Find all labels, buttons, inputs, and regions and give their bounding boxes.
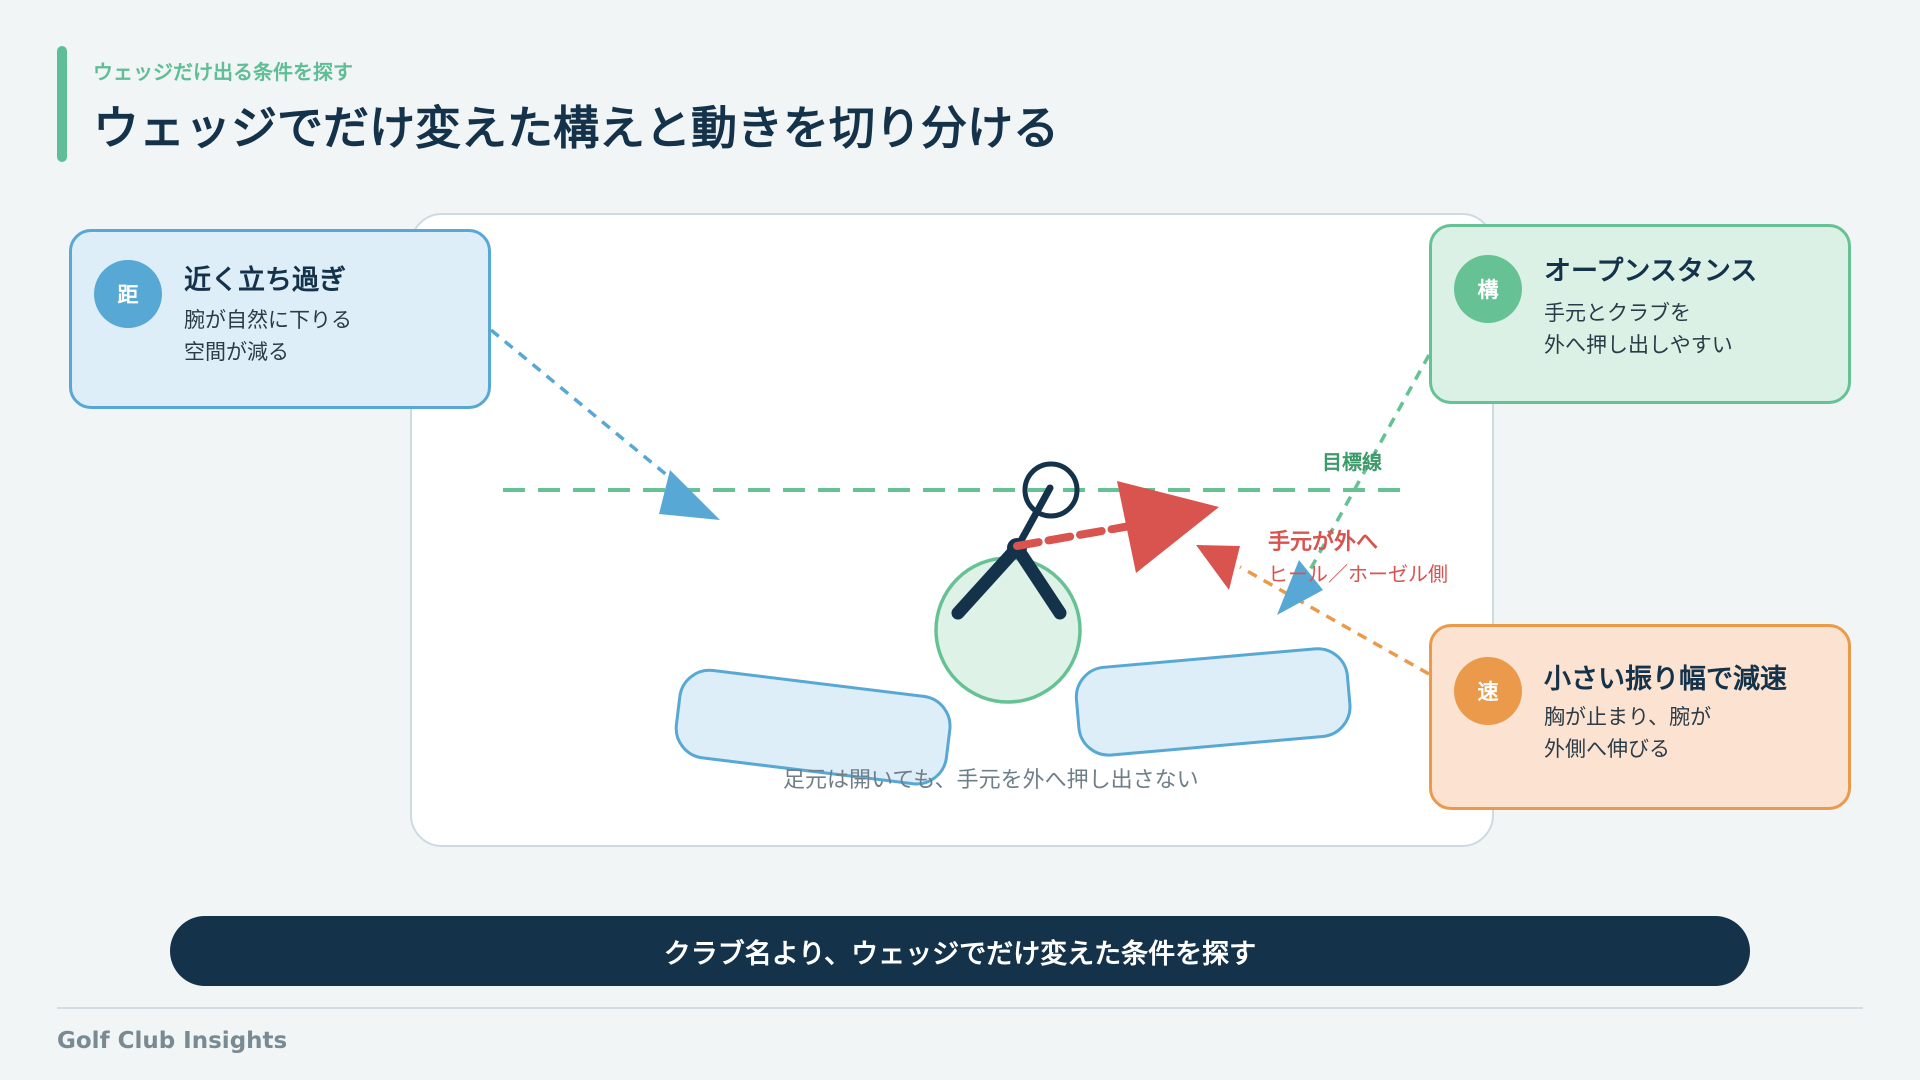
distance-badge: 距: [94, 260, 162, 328]
speed-arrowhead: [1196, 545, 1240, 590]
target-line-label: 目標線: [1322, 450, 1382, 474]
speed-badge: 速: [1454, 657, 1522, 725]
heel-hosel-label: ヒール／ホーゼル側: [1268, 562, 1448, 586]
left-foot: [674, 668, 952, 786]
hands-out-arrow: [1013, 522, 1134, 550]
card-speed: 速 小さい振り幅で減速 胸が止まり、腕が 外側へ伸びる: [1429, 624, 1851, 810]
card-stance: 構 オープンスタンス 手元とクラブを 外へ押し出しやすい: [1429, 224, 1851, 404]
feet-caption: 足元は開いても、手元を外へ押し出さない: [783, 768, 1199, 793]
summary-banner: クラブ名より、ウェッジでだけ変えた条件を探す: [170, 916, 1750, 986]
card-body: 手元とクラブを 外へ押し出しやすい: [1544, 301, 1733, 357]
speed-connector: [1239, 565, 1430, 676]
golfer-figure: [951, 461, 1080, 620]
distance-arrowhead: [659, 470, 720, 520]
page-title: ウェッジでだけ変えた構えと動きを切り分ける: [93, 101, 1059, 155]
footer-brand: Golf Club Insights: [57, 1028, 288, 1054]
footer-divider: [57, 1007, 1863, 1009]
card-title: オープンスタンス: [1544, 256, 1758, 287]
card-body: 腕が自然に下りる 空間が減る: [184, 308, 352, 364]
blue-marker: [1277, 560, 1323, 615]
hands-out-arrowhead: [1117, 481, 1219, 573]
body-circle: [934, 556, 1082, 704]
stance-badge: 構: [1454, 255, 1522, 323]
card-distance: 距 近く立ち過ぎ 腕が自然に下りる 空間が減る: [69, 229, 491, 409]
stance-connector: [1298, 354, 1431, 589]
diagram-stage: [410, 213, 1494, 847]
eyebrow: ウェッジだけ出る条件を探す: [93, 60, 353, 84]
accent-bar: [57, 46, 67, 162]
distance-connector: [489, 328, 676, 483]
right-foot: [1074, 647, 1352, 757]
hands-out-label: 手元が外へ: [1268, 530, 1379, 555]
card-title: 小さい振り幅で減速: [1544, 664, 1787, 695]
card-body: 胸が止まり、腕が 外側へ伸びる: [1544, 705, 1712, 761]
card-title: 近く立ち過ぎ: [184, 265, 346, 296]
